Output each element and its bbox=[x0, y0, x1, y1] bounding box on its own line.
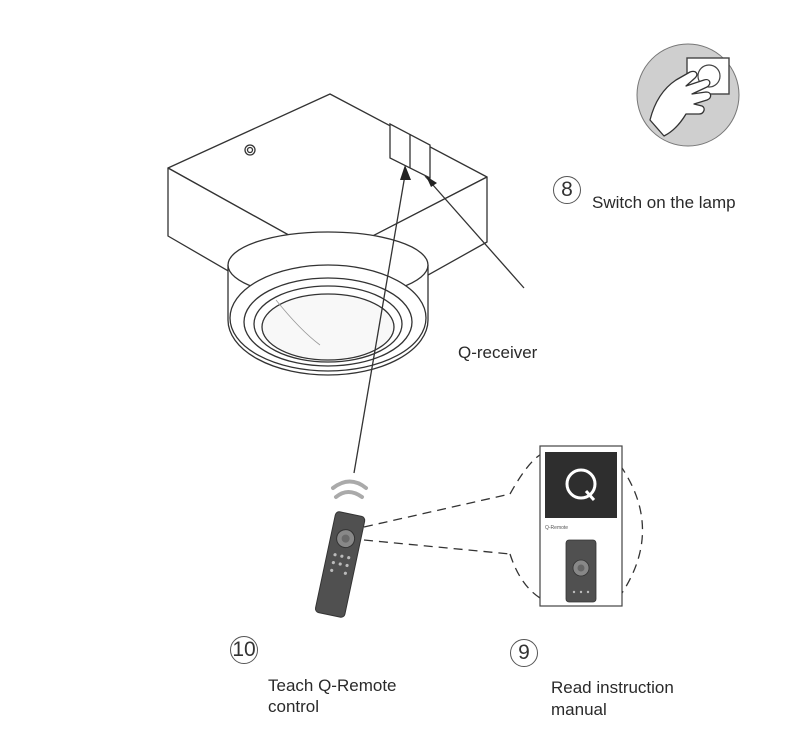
arrow-head-remote bbox=[400, 165, 411, 180]
step-9-label-line2: manual bbox=[551, 700, 607, 719]
step-9-label-line1: Read instruction bbox=[551, 678, 674, 697]
q-receiver-label: Q-receiver bbox=[458, 343, 538, 362]
step-8-number: 8 bbox=[553, 176, 581, 204]
step-10-label-line2: control bbox=[268, 697, 320, 716]
pointer-lines bbox=[353, 174, 525, 474]
q-receiver-window bbox=[389, 122, 431, 180]
step-9-number: 9 bbox=[510, 639, 538, 667]
step-10-label-line1: Teach Q-Remote bbox=[268, 676, 397, 695]
lamp-lens bbox=[227, 231, 429, 376]
arrow-head-receiver bbox=[426, 176, 437, 187]
step-8-label: Switch on the lamp bbox=[592, 193, 736, 212]
step-10-number: 10 bbox=[230, 636, 258, 664]
q-remote-control bbox=[314, 511, 366, 618]
instruction-manual bbox=[539, 445, 623, 607]
q-logo-icon bbox=[565, 468, 597, 501]
manual-caption: Q-Remote bbox=[545, 525, 568, 531]
wifi-signal-icon bbox=[331, 479, 368, 499]
hand-switch-icon bbox=[636, 43, 740, 147]
